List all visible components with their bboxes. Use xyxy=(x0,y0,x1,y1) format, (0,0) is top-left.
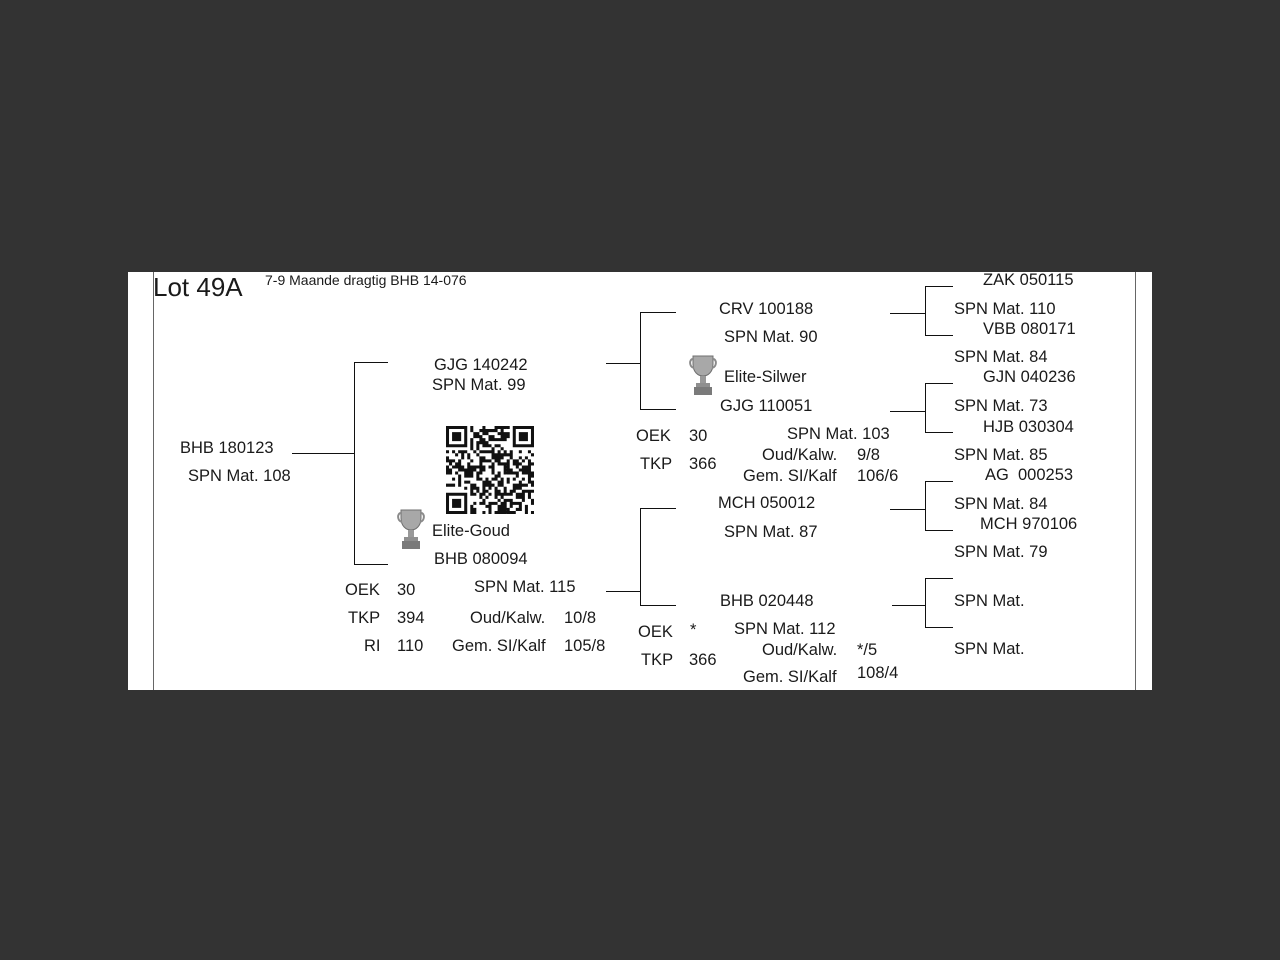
dam-gem-value: 105/8 xyxy=(564,637,606,655)
dam-id: BHB 080094 xyxy=(434,550,528,568)
bracket-line xyxy=(925,578,926,628)
dam-sire-id: MCH 050012 xyxy=(718,494,816,512)
g3-mch-dam-spn: SPN Mat. 79 xyxy=(954,543,1048,561)
g3-bhb-sire-spn: SPN Mat. xyxy=(954,592,1025,610)
bracket-line xyxy=(890,509,926,510)
bracket-line xyxy=(925,530,953,531)
bracket-line xyxy=(890,411,926,412)
dam-sire-spn: SPN Mat. 87 xyxy=(724,523,818,541)
dam-oek-label: OEK xyxy=(345,581,380,599)
g3-crv-sire-id: ZAK 050115 xyxy=(983,272,1074,289)
sire-sire-id: CRV 100188 xyxy=(719,300,814,318)
dam-oud-value: 10/8 xyxy=(564,609,597,627)
dam-spn: SPN Mat. 115 xyxy=(474,578,576,596)
dam-dam-gem-label: Gem. SI/Kalf xyxy=(743,668,837,686)
bracket-line xyxy=(640,605,676,606)
g3-crv-dam-spn: SPN Mat. 84 xyxy=(954,348,1048,366)
dam-dam-oek-value: * xyxy=(690,621,697,639)
g3-bhb-dam-spn: SPN Mat. xyxy=(954,640,1025,658)
right-margin-rule xyxy=(1135,272,1136,690)
sire-dam-award: Elite-Silwer xyxy=(724,368,807,386)
bracket-line xyxy=(292,453,355,454)
g3-gjg-sire-spn: SPN Mat. 73 xyxy=(954,397,1048,415)
sire-dam-oek-label: OEK xyxy=(636,427,671,445)
qr-code-icon xyxy=(446,426,534,514)
left-margin-rule xyxy=(153,272,154,690)
bracket-line xyxy=(890,313,926,314)
sire-dam-oud-value: 9/8 xyxy=(857,446,880,464)
dam-dam-tkp-label: TKP xyxy=(641,651,674,669)
bracket-line xyxy=(354,564,388,565)
bracket-line xyxy=(925,481,953,482)
bracket-line xyxy=(925,383,926,433)
g3-mch-dam-id: MCH 970106 xyxy=(980,515,1078,533)
g3-crv-sire-spn: SPN Mat. 110 xyxy=(954,300,1056,318)
bracket-line xyxy=(925,481,926,531)
bracket-line xyxy=(925,286,953,287)
bracket-line xyxy=(925,383,953,384)
bracket-line xyxy=(354,362,355,565)
sire-sire-spn: SPN Mat. 90 xyxy=(724,328,818,346)
dam-dam-oek-label: OEK xyxy=(638,623,673,641)
sire-dam-tkp-value: 366 xyxy=(689,455,717,473)
dam-gem-label: Gem. SI/Kalf xyxy=(452,637,546,655)
trophy-icon xyxy=(689,355,717,395)
dam-dam-oud-label: Oud/Kalw. xyxy=(762,641,838,659)
sire-dam-id: GJG 110051 xyxy=(720,397,813,415)
bracket-line xyxy=(925,335,953,336)
bracket-line xyxy=(640,312,676,313)
sire-dam-gem-label: Gem. SI/Kalf xyxy=(743,467,837,485)
bracket-line xyxy=(925,286,926,336)
bracket-line xyxy=(640,508,676,509)
sire-dam-oek-value: 30 xyxy=(689,427,708,445)
dam-dam-id: BHB 020448 xyxy=(720,592,814,610)
dam-dam-spn: SPN Mat. 112 xyxy=(734,620,836,638)
dam-dam-gem-value: 108/4 xyxy=(857,664,899,682)
pedigree-document: Lot 49A 7-9 Maande dragtig BHB 14-076 BH… xyxy=(128,272,1152,690)
bracket-line xyxy=(354,362,388,363)
sire-dam-tkp-label: TKP xyxy=(640,455,673,473)
dam-oek-value: 30 xyxy=(397,581,416,599)
lot-subtitle: 7-9 Maande dragtig BHB 14-076 xyxy=(265,272,467,288)
bracket-line xyxy=(892,605,926,606)
g3-gjg-sire-id: GJN 040236 xyxy=(983,368,1076,386)
sire-spn: SPN Mat. 99 xyxy=(432,376,526,394)
sire-dam-spn: SPN Mat. 103 xyxy=(787,425,890,443)
dam-ri-value: 110 xyxy=(397,637,424,655)
dam-ri-label: RI xyxy=(364,637,381,655)
bracket-line xyxy=(640,508,641,606)
bracket-line xyxy=(606,363,641,364)
bracket-line xyxy=(640,312,641,410)
dam-award: Elite-Goud xyxy=(432,522,510,540)
bracket-line xyxy=(925,627,953,628)
bracket-line xyxy=(606,591,641,592)
g3-mch-sire-spn: SPN Mat. 84 xyxy=(954,495,1048,513)
g3-gjg-dam-spn: SPN Mat. 85 xyxy=(954,446,1048,464)
g3-mch-sire-id: AG 000253 xyxy=(985,466,1074,484)
dam-dam-oud-value: */5 xyxy=(857,641,878,659)
animal-spn: SPN Mat. 108 xyxy=(188,467,291,485)
dam-oud-label: Oud/Kalw. xyxy=(470,609,546,627)
animal-id: BHB 180123 xyxy=(180,439,274,457)
lot-title: Lot 49A xyxy=(153,272,243,302)
sire-dam-gem-value: 106/6 xyxy=(857,467,899,485)
g3-crv-dam-id: VBB 080171 xyxy=(983,320,1076,338)
bracket-line xyxy=(640,409,676,410)
bracket-line xyxy=(925,578,953,579)
dam-tkp-label: TKP xyxy=(348,609,381,627)
sire-dam-oud-label: Oud/Kalw. xyxy=(762,446,838,464)
bracket-line xyxy=(925,432,953,433)
g3-gjg-dam-id: HJB 030304 xyxy=(983,418,1074,436)
trophy-icon xyxy=(397,509,425,549)
dam-tkp-value: 394 xyxy=(397,609,425,627)
dam-dam-tkp-value: 366 xyxy=(689,651,717,669)
sire-id: GJG 140242 xyxy=(434,356,528,374)
